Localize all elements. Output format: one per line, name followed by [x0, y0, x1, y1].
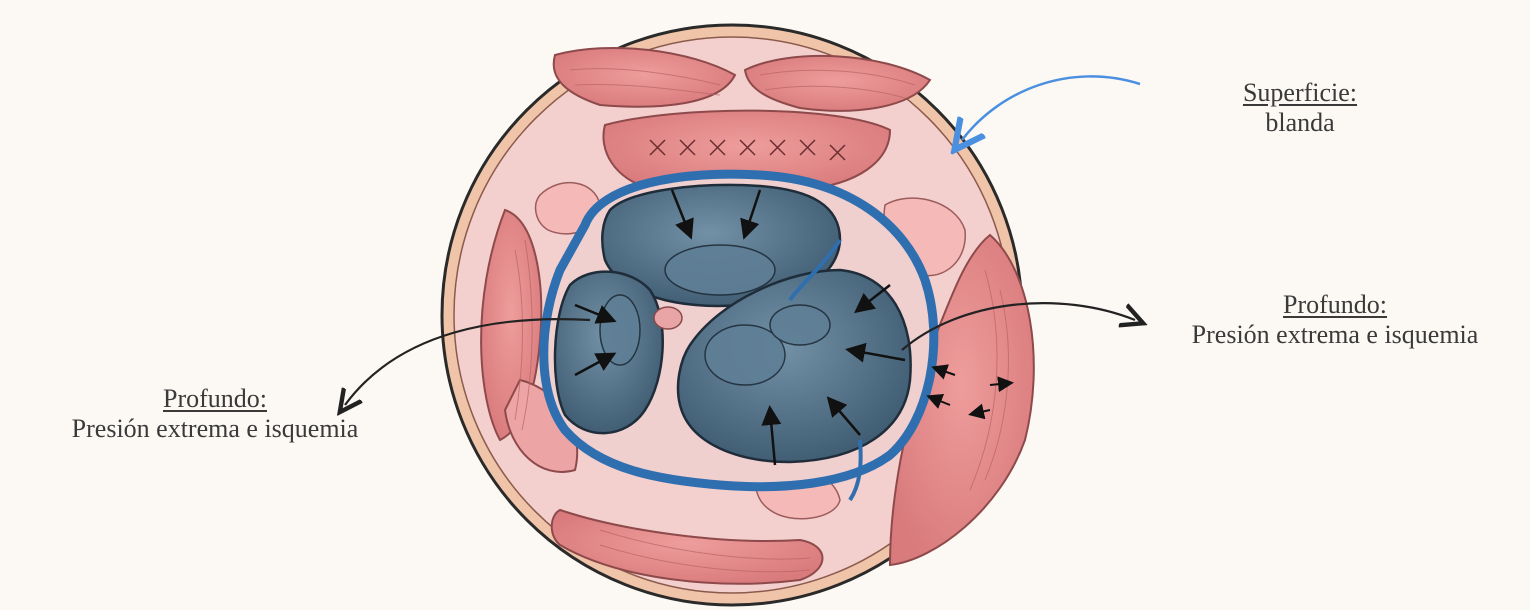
central-nerve — [654, 307, 682, 329]
superficie-title: Superficie: — [1190, 78, 1410, 108]
superficie-desc: blanda — [1190, 108, 1410, 138]
deep-left-label: Profundo: Presión extrema e isquemia — [20, 384, 410, 444]
superficie-label: Superficie: blanda — [1190, 78, 1410, 138]
deep-right-label: Profundo: Presión extrema e isquemia — [1140, 290, 1530, 350]
deep-left-title: Profundo: — [20, 384, 410, 414]
deep-right-title: Profundo: — [1140, 290, 1530, 320]
superficie-arrow — [962, 76, 1140, 140]
deep-left-desc: Presión extrema e isquemia — [20, 414, 410, 444]
deep-right-desc: Presión extrema e isquemia — [1140, 320, 1530, 350]
